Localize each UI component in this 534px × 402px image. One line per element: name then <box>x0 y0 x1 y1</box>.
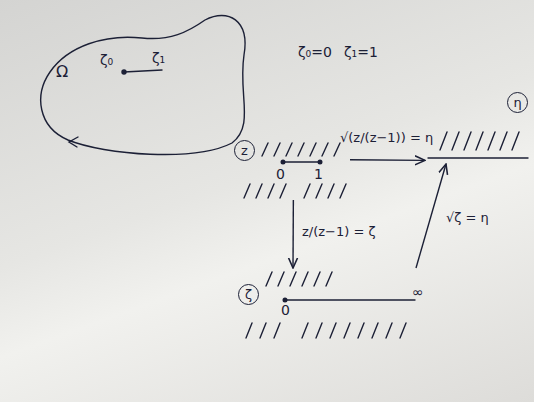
map-formula: √(z/(z−1)) = η <box>340 130 433 146</box>
point <box>283 298 287 302</box>
point-label: 1 <box>314 166 323 182</box>
slit <box>285 299 415 300</box>
hatching <box>244 143 346 198</box>
point <box>281 160 285 164</box>
math-label: ζ₀=0 <box>298 44 332 60</box>
region-outline <box>41 15 245 154</box>
map-formula: z/(z−1) = ζ <box>302 224 376 240</box>
point <box>318 160 322 164</box>
orientation-arrow <box>69 137 78 147</box>
z-plane: z 0 1 <box>232 138 350 200</box>
hatching <box>246 272 406 338</box>
point-label: 0 <box>276 166 285 182</box>
mapping-arrow <box>292 200 294 268</box>
point-label: ∞ <box>412 284 424 300</box>
mapping-arrow <box>416 164 446 268</box>
math-label: ζ₀ <box>100 52 113 68</box>
zeta-slit-plane: ζ 0 ∞ <box>236 268 436 340</box>
point <box>122 70 126 74</box>
map-formula: √ζ = η <box>446 210 489 226</box>
plane-name: z <box>234 140 255 161</box>
math-label: ζ₁=1 <box>344 44 378 60</box>
point-label: 0 <box>281 302 290 318</box>
hatching <box>440 132 519 150</box>
math-label: ζ₁ <box>152 50 165 66</box>
plane-name: ζ <box>238 284 259 305</box>
eta-half-plane: η <box>425 92 530 164</box>
slit <box>124 70 162 72</box>
segment <box>283 161 320 162</box>
real-axis <box>428 157 528 158</box>
math-label: Ω <box>56 64 68 80</box>
mapping-arrow <box>350 159 425 161</box>
plane-name: η <box>507 92 528 113</box>
